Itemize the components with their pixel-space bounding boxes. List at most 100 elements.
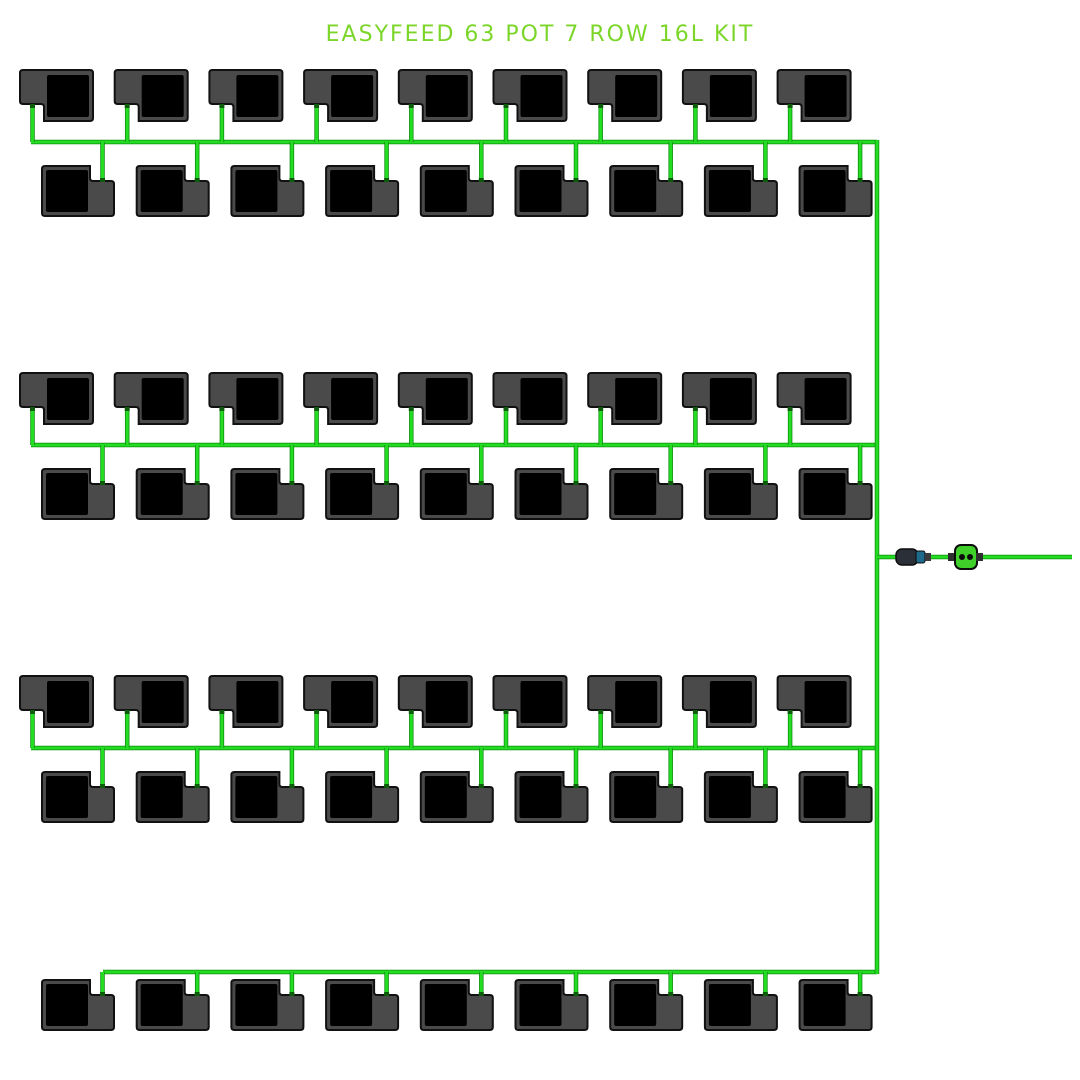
pot — [19, 675, 94, 728]
pot-insert — [140, 776, 183, 818]
pot-inlet-fitting — [668, 992, 674, 996]
pot — [419, 979, 494, 1031]
pot-insert — [519, 473, 562, 515]
tap-timer-body — [954, 544, 978, 570]
pot — [419, 468, 494, 520]
pot — [798, 468, 873, 520]
pot-insert — [520, 378, 563, 420]
pot-insert — [236, 75, 279, 117]
pot-inlet-fitting — [314, 710, 320, 714]
pot — [776, 675, 852, 728]
pot-inlet-fitting — [194, 178, 200, 182]
pot-inlet-fitting — [30, 104, 35, 108]
pot-inlet-fitting — [598, 407, 604, 411]
pot — [703, 771, 778, 823]
pot-inlet-fitting — [787, 104, 793, 108]
pot — [587, 372, 663, 425]
pot-insert — [519, 170, 562, 212]
pot — [681, 69, 757, 122]
pot-insert — [803, 473, 846, 515]
pot-insert — [424, 984, 467, 1026]
pot-insert — [141, 681, 184, 723]
pot-inlet-fitting — [857, 992, 863, 996]
pot-inlet-fitting — [289, 784, 295, 788]
pot-inlet-fitting — [289, 178, 295, 182]
pot — [514, 468, 589, 520]
pot-inlet-fitting — [598, 710, 604, 714]
pot-insert — [615, 681, 658, 723]
pot-insert — [804, 75, 847, 117]
pot-inlet-fitting — [408, 407, 414, 411]
pot-insert — [140, 170, 183, 212]
pot — [303, 69, 379, 122]
pot-insert — [235, 984, 278, 1026]
tap-connector-nut — [925, 553, 931, 561]
pot-inlet-fitting — [478, 784, 484, 788]
pot-inlet-fitting — [384, 481, 390, 485]
pot-inlet-fitting — [692, 710, 698, 714]
tap-timer-dot — [967, 554, 973, 560]
pot — [230, 979, 305, 1031]
pot — [325, 165, 400, 217]
pot-insert — [425, 75, 468, 117]
pot-inlet-fitting — [573, 178, 579, 182]
pot — [303, 675, 379, 728]
pot-inlet-fitting — [857, 784, 863, 788]
pot — [703, 165, 778, 217]
pot-insert — [708, 984, 751, 1026]
pot-insert — [331, 75, 374, 117]
pot — [135, 771, 210, 823]
pot-inlet-fitting — [219, 710, 225, 714]
pot-inlet-fitting — [384, 178, 390, 182]
pot-inlet-fitting — [478, 481, 484, 485]
pot-rows — [19, 69, 873, 1031]
pot — [514, 771, 589, 823]
pot-inlet-fitting — [408, 104, 414, 108]
pot-insert — [614, 170, 657, 212]
pot-insert — [331, 378, 374, 420]
pot — [681, 675, 757, 728]
pot-inlet-fitting — [503, 710, 509, 714]
pot-insert — [425, 681, 468, 723]
pot-insert — [330, 984, 373, 1026]
tap-timer-dot — [959, 554, 965, 560]
pot-insert — [140, 984, 183, 1026]
pot-inlet-fitting — [314, 104, 320, 108]
pot-insert — [709, 681, 752, 723]
pot — [230, 468, 305, 520]
pot-inlet-fitting — [384, 784, 390, 788]
pot-insert — [46, 170, 88, 212]
pot-insert — [614, 984, 657, 1026]
pot-insert — [709, 378, 752, 420]
inlet-fittings — [895, 544, 983, 570]
pot-inlet-fitting — [573, 992, 579, 996]
pot — [798, 771, 873, 823]
pot — [397, 372, 473, 425]
pot-inlet-fitting — [124, 710, 130, 714]
pot — [41, 468, 115, 520]
pot-inlet-fitting — [314, 407, 320, 411]
pot-inlet-fitting — [478, 992, 484, 996]
pot — [303, 372, 379, 425]
pot-insert — [236, 681, 279, 723]
pot-insert — [46, 473, 88, 515]
pot-insert — [424, 776, 467, 818]
pot — [113, 372, 189, 425]
pot-insert — [615, 75, 658, 117]
pot-insert — [141, 75, 184, 117]
pot-inlet-fitting — [100, 992, 105, 996]
pot — [230, 165, 305, 217]
pot-inlet-fitting — [787, 710, 793, 714]
tap-timer-icon — [948, 544, 983, 570]
tap-timer-inlet — [948, 553, 956, 561]
pot-inlet-fitting — [762, 784, 768, 788]
tap-connector-collar — [915, 550, 926, 564]
pot-insert — [47, 378, 89, 420]
pot — [208, 69, 284, 122]
pot-inlet-fitting — [762, 178, 768, 182]
pot — [776, 372, 852, 425]
pot — [609, 468, 684, 520]
pot-inlet-fitting — [30, 710, 35, 714]
pot-inlet-fitting — [503, 407, 509, 411]
